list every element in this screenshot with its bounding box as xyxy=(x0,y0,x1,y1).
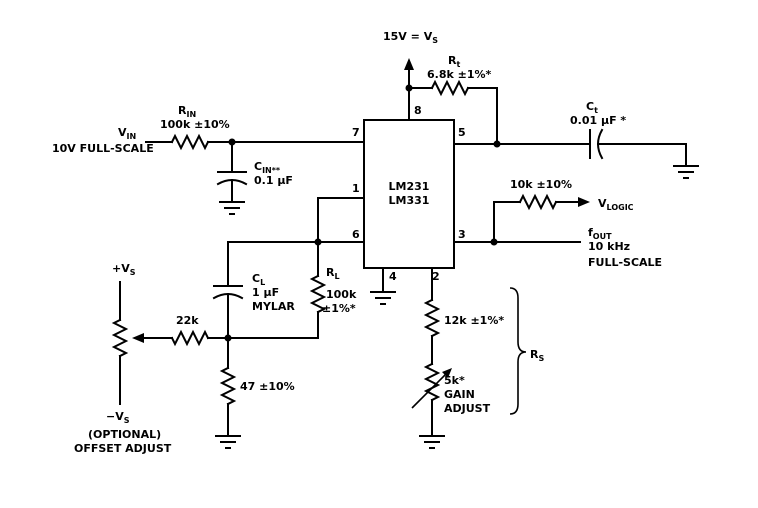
rin-name: RIN xyxy=(178,104,196,119)
pin-5-label: 5 xyxy=(458,126,466,139)
vs-neg-label: −VS xyxy=(106,410,130,425)
rin-resistor xyxy=(170,133,210,151)
offset-optional: (OPTIONAL) xyxy=(88,428,161,441)
rt-resistor xyxy=(430,79,470,97)
ct-ground-symbol xyxy=(673,165,699,179)
ct-value: 0.01 μF * xyxy=(570,114,626,127)
rin-value: 100k ±10% xyxy=(160,118,230,131)
pin-4-ground-symbol xyxy=(370,291,396,305)
pot5k-value: 5k* xyxy=(444,374,465,387)
junction-pin5 xyxy=(493,140,501,148)
rt-name: Rt xyxy=(448,54,460,69)
vin-scale: 10V FULL-SCALE xyxy=(52,142,154,155)
rs-label: RS xyxy=(530,348,544,363)
rt-value: 6.8k ±1%* xyxy=(427,68,492,81)
fout-label: fOUT xyxy=(588,226,612,241)
vlogic-label: VLOGIC xyxy=(598,197,634,212)
fout-scale: FULL-SCALE xyxy=(588,256,662,269)
cl-value: 1 μF xyxy=(252,286,279,299)
r47-value: 47 ±10% xyxy=(240,380,295,393)
rt-wire-right xyxy=(467,87,498,145)
vs-pos-label: +VS xyxy=(112,262,136,277)
offset-pot-wiper-arrow xyxy=(132,333,144,343)
pot5k-adjust: ADJUST xyxy=(444,402,491,415)
pullup-wire-vertical xyxy=(493,201,521,243)
r22k-value: 22k xyxy=(176,314,199,327)
pin-4-label: 4 xyxy=(389,270,397,283)
r47-ground-symbol xyxy=(215,435,241,449)
pullup-resistor xyxy=(518,193,558,211)
supply-label: 15V = VS xyxy=(383,30,438,45)
r12k-value: 12k ±1%* xyxy=(444,314,504,327)
gain-pot-adjust-line xyxy=(411,371,449,409)
gain-pot-ground-symbol xyxy=(419,435,445,449)
cin-ground-symbol xyxy=(219,201,245,215)
pin-1-label: 1 xyxy=(352,182,360,195)
cin-name: CIN** xyxy=(254,160,281,175)
gain-pot-resistor xyxy=(423,362,441,402)
pin-6-label: 6 xyxy=(352,228,360,241)
rl-tolerance: ±1%* xyxy=(322,302,356,315)
r22k-resistor xyxy=(170,329,210,347)
gain-pot-adjust-arrow xyxy=(442,368,452,378)
cl-name: CL xyxy=(252,272,265,287)
rl-value: 100k xyxy=(326,288,357,301)
r47-resistor xyxy=(219,366,237,406)
supply-arrow xyxy=(404,58,414,70)
pin-2-label: 2 xyxy=(432,270,440,283)
rl-name: RL xyxy=(326,266,340,281)
cin-value: 0.1 μF xyxy=(254,174,293,187)
rl-wire-bottom xyxy=(227,311,319,339)
ic-name-lm331: LM331 xyxy=(389,194,430,207)
ct-name: Ct xyxy=(586,100,598,115)
r12k-resistor xyxy=(423,298,441,338)
ic-name-lm231: LM231 xyxy=(389,180,430,193)
vin-label: VIN xyxy=(118,126,136,141)
pin-8-label: 8 xyxy=(414,104,422,117)
vlogic-arrow xyxy=(578,197,590,207)
pin-1-wire xyxy=(317,197,365,243)
pin-7-label: 7 xyxy=(352,126,360,139)
offset-pot-resistor xyxy=(111,318,129,358)
offset-adjust: OFFSET ADJUST xyxy=(74,442,172,455)
rl-resistor xyxy=(309,274,327,314)
pin-3-label: 3 xyxy=(458,228,466,241)
pin-6-wire xyxy=(227,241,365,287)
rs-brace xyxy=(509,287,527,415)
fout-frequency: 10 kHz xyxy=(588,240,630,253)
pot5k-gain: GAIN xyxy=(444,388,475,401)
ct-ground-wire xyxy=(597,143,687,167)
rpull-value: 10k ±10% xyxy=(510,178,572,191)
cl-type: MYLAR xyxy=(252,300,295,313)
